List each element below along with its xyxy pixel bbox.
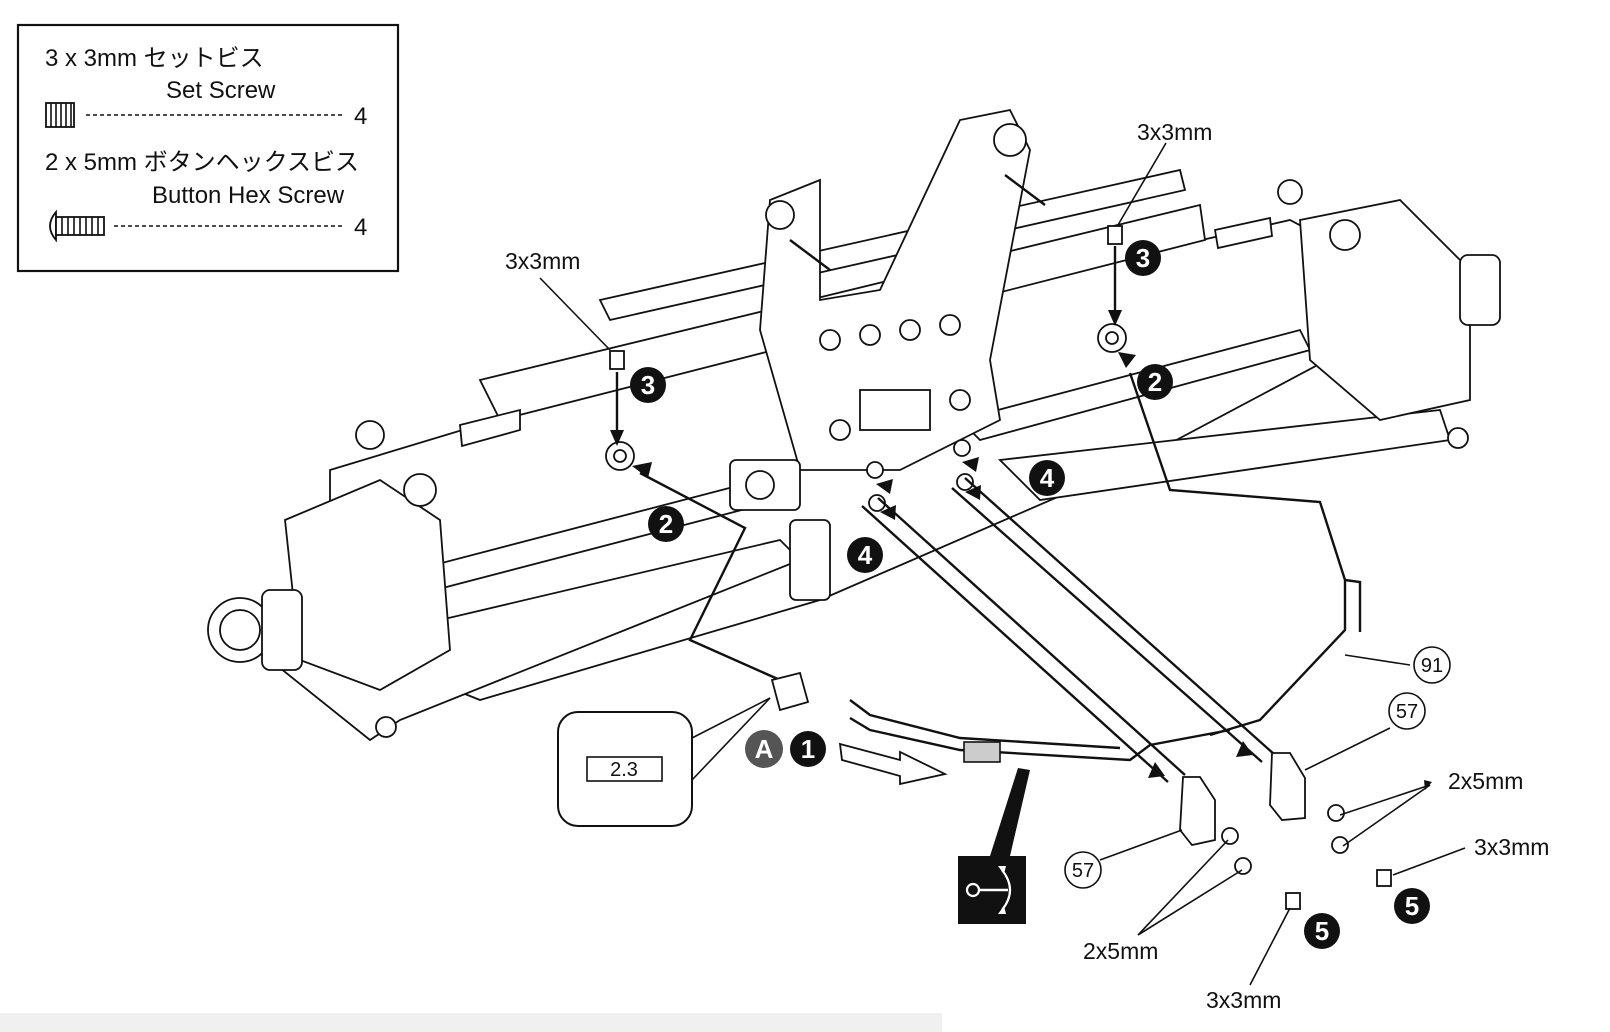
parts-legend: 3 x 3mm セットビス Set Screw 4 2 x 5mm ボタンヘック…	[16, 23, 400, 273]
link-mount-57-right	[1269, 752, 1349, 854]
gauge-callout: 2.3	[557, 711, 693, 827]
part-57-left-text: 57	[1072, 860, 1094, 882]
step-1-badge: 1	[790, 731, 826, 767]
label-set-screw-bottom-right: 3x3mm	[1474, 834, 1549, 860]
button-hex-screw-icon	[49, 209, 105, 243]
svg-text:5: 5	[1405, 891, 1419, 921]
step-5-left-badge: 5	[1304, 913, 1340, 949]
leader-lines	[539, 142, 1466, 986]
step-3-right-badge: 3	[1125, 240, 1161, 276]
stabilizer-rod-assembly	[639, 372, 1362, 786]
svg-text:2: 2	[1148, 367, 1162, 397]
link-mount-57-left	[1179, 776, 1252, 875]
svg-text:3: 3	[641, 370, 655, 400]
legend-item1-qty: 4	[354, 103, 367, 130]
svg-text:A: A	[755, 734, 774, 764]
pivot-adjust-icon	[958, 856, 1026, 924]
legend-item2-size: 2 x 5mm ボタンヘックスビス	[45, 149, 359, 176]
step-2-left-badge: 2	[648, 506, 684, 542]
svg-text:1: 1	[801, 734, 815, 764]
part-57-right-text: 57	[1396, 701, 1418, 723]
part-57-right-label: 57	[1388, 692, 1426, 730]
step-5-right-badge: 5	[1394, 888, 1430, 924]
part-57-left-label: 57	[1064, 851, 1102, 889]
set-screw-bottom-right	[1376, 869, 1392, 887]
label-set-screw-bottom-center: 3x3mm	[1206, 987, 1281, 1013]
step-4-right-badge: 4	[1029, 460, 1065, 496]
legend-item2-qty: 4	[354, 214, 367, 241]
label-set-screw-top-left: 3x3mm	[505, 248, 580, 274]
step-3-left-badge: 3	[630, 367, 666, 403]
footer-bar	[0, 1013, 942, 1032]
step-2-right-badge: 2	[1137, 364, 1173, 400]
svg-text:4: 4	[1040, 463, 1055, 493]
set-screw-left	[609, 350, 625, 370]
set-screw-bottom-center	[1285, 892, 1301, 910]
svg-text:5: 5	[1315, 916, 1329, 946]
svg-text:3: 3	[1136, 243, 1150, 273]
legend-item2-name: Button Hex Screw	[152, 182, 345, 209]
svg-text:2: 2	[659, 509, 673, 539]
set-screw-icon	[45, 102, 75, 128]
step-a-badge: A	[745, 730, 783, 768]
chassis-illustration	[207, 108, 1501, 742]
label-hex-screw-bottom: 2x5mm	[1083, 938, 1158, 964]
legend-item1-name: Set Screw	[166, 77, 276, 104]
gauge-value: 2.3	[610, 759, 638, 781]
svg-text:4: 4	[858, 540, 873, 570]
set-screw-right	[1107, 225, 1123, 245]
step-4-left-badge: 4	[847, 537, 883, 573]
legend-item1-size: 3 x 3mm セットビス	[45, 45, 264, 72]
label-set-screw-top-right: 3x3mm	[1137, 119, 1212, 145]
part-91-text: 91	[1421, 655, 1443, 677]
part-91-label: 91	[1413, 646, 1451, 684]
label-hex-screw-right: 2x5mm	[1448, 768, 1523, 794]
